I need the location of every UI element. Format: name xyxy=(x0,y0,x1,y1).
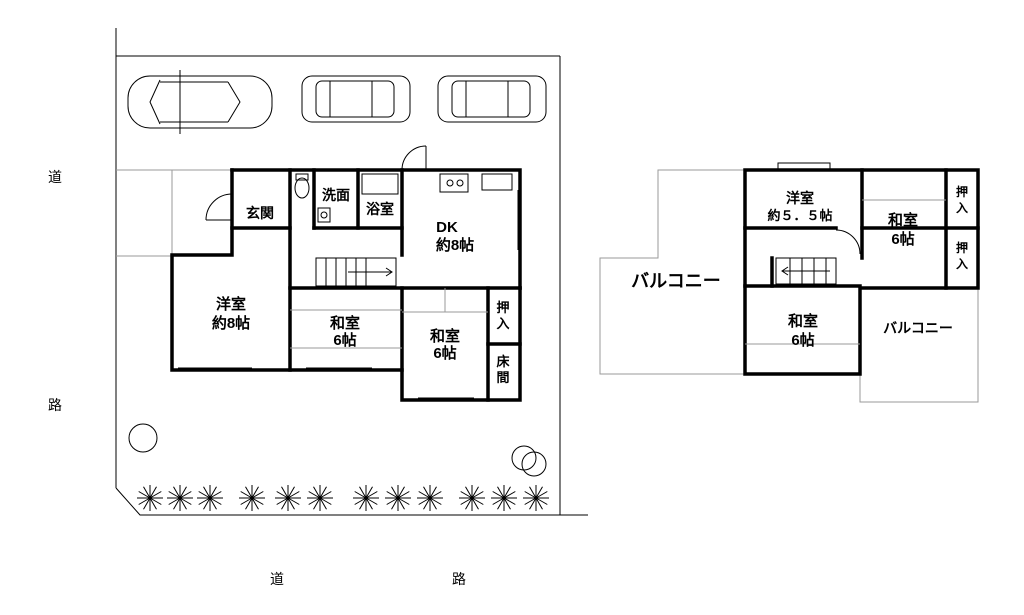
tree-icon xyxy=(511,445,547,477)
oshiire-label-bottom: 入 xyxy=(496,316,509,331)
road-label: 道 xyxy=(270,571,284,587)
f2-oshiire-a-bottom: 入 xyxy=(956,201,968,215)
site-boundary xyxy=(115,28,588,516)
yoshitsu-name-label: 洋室 xyxy=(216,295,246,313)
f2-yoshitsu-name-label: 洋室 xyxy=(786,190,814,206)
shrub-icon xyxy=(167,485,193,511)
shrub-icon xyxy=(491,485,517,511)
f2-washitsu-b-size-label: 6帖 xyxy=(791,331,814,349)
f2-oshiire-b-bottom: 入 xyxy=(956,257,968,271)
shrub-icon xyxy=(307,485,333,511)
washitsu1-name-label: 和室 xyxy=(330,314,360,332)
balcony-right-label: バルコニー xyxy=(883,320,953,336)
tokonoma-label-bottom: 間 xyxy=(496,370,509,385)
car-minivan-icon xyxy=(301,75,411,123)
f2-washitsu-a-name-label: 和室 xyxy=(888,211,918,229)
car-minivan-icon xyxy=(437,75,547,123)
shrub-icon xyxy=(523,485,549,511)
shrub-icon xyxy=(353,485,379,511)
tokonoma-label-top: 床 xyxy=(496,354,510,369)
washitsu2-name-label: 和室 xyxy=(430,327,460,345)
floor1-walls xyxy=(170,168,522,402)
genkan-label: 玄関 xyxy=(246,205,274,221)
shrub-icon xyxy=(275,485,301,511)
dk-size-label: 約8帖 xyxy=(436,236,474,254)
shrub-icon xyxy=(459,485,485,511)
road-label: 路 xyxy=(452,571,466,587)
car-sedan-icon xyxy=(127,70,273,134)
floor2-fixtures xyxy=(745,162,946,345)
f2-oshiire-b-top: 押 xyxy=(956,240,968,255)
f2-oshiire-a-top: 押 xyxy=(956,184,968,199)
floor2-walls xyxy=(743,168,980,376)
f2-yoshitsu-size-label: 約５．５帖 xyxy=(767,208,832,223)
tree-icon xyxy=(128,423,158,453)
washitsu2-size-label: 6帖 xyxy=(433,344,456,362)
road-label: 道 xyxy=(48,169,62,185)
shrub-icon xyxy=(137,485,163,511)
shrub-icon xyxy=(385,485,411,511)
yokushitsu-label: 浴室 xyxy=(366,201,394,217)
f2-washitsu-b-name-label: 和室 xyxy=(788,312,818,330)
floor1-fixtures xyxy=(178,145,519,399)
road-label: 路 xyxy=(48,397,62,413)
oshiire-label-top: 押 xyxy=(496,300,509,315)
senmen-label: 洗面 xyxy=(322,187,350,203)
shrub-icon xyxy=(239,485,265,511)
washitsu1-size-label: 6帖 xyxy=(333,331,356,349)
yoshitsu-size-label: 約8帖 xyxy=(212,314,250,332)
shrub-icon xyxy=(197,485,223,511)
shrub-icon xyxy=(417,485,443,511)
balcony-left-label: バルコニー xyxy=(631,271,721,291)
f2-washitsu-a-size-label: 6帖 xyxy=(891,230,914,248)
shrub-row-icon xyxy=(137,485,549,511)
dk-name-label: DK xyxy=(436,219,458,236)
